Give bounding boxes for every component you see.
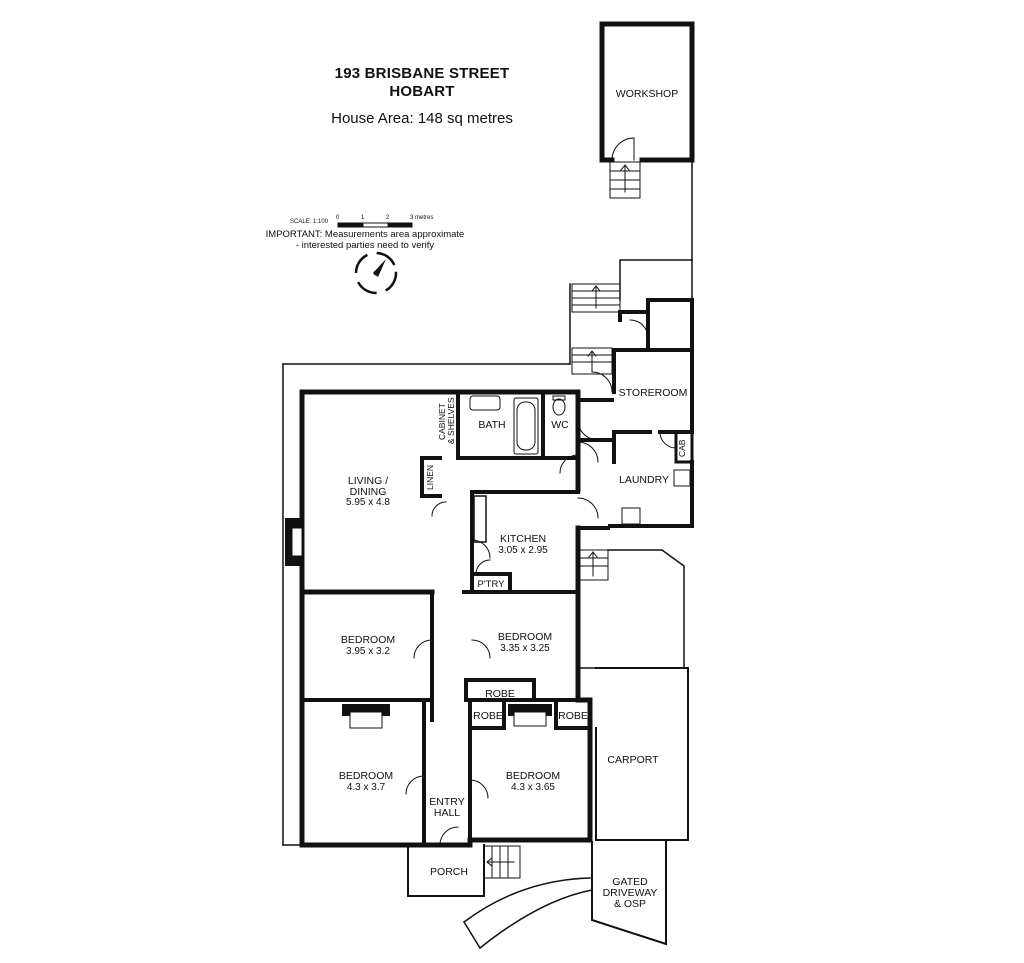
address-line-1: 193 BRISBANE STREET xyxy=(334,65,510,82)
storeroom-laundry-walls xyxy=(608,348,694,528)
bedroom-3-dims: 4.3 x 3.7 xyxy=(346,782,386,793)
scale-tick-2: 2 xyxy=(386,215,390,221)
workshop-walls xyxy=(599,21,695,163)
entry-hall-2: HALL xyxy=(433,807,461,819)
laundry-label: LAUNDRY xyxy=(619,474,669,486)
disclaimer-line-1: IMPORTANT: Measurements area approximate xyxy=(265,229,465,240)
bedroom-2-name: BEDROOM xyxy=(497,631,553,643)
scale-tick-0: 0 xyxy=(336,215,340,221)
entry-hall-1: ENTRY xyxy=(429,796,465,808)
boundary-lines xyxy=(282,159,693,846)
address-line-2: HOBART xyxy=(389,83,455,100)
house-area: House Area: 148 sq metres xyxy=(331,110,513,127)
bedroom-4-name: BEDROOM xyxy=(505,770,561,782)
bath-label: BATH xyxy=(478,419,506,431)
linen-label: LINEN xyxy=(425,464,435,490)
cab-label: CAB xyxy=(677,439,687,457)
robe-label-c: ROBE xyxy=(558,710,588,722)
porch-steps xyxy=(483,845,521,879)
living-dims: 5.95 x 4.8 xyxy=(346,497,390,508)
robe-label-b: ROBE xyxy=(473,710,503,722)
scale-tick-1: 1 xyxy=(361,215,365,221)
kitchen-name: KITCHEN xyxy=(499,533,547,545)
bedroom-2-dims: 3.35 x 3.25 xyxy=(500,643,550,654)
workshop-steps xyxy=(609,161,641,199)
porch-label: PORCH xyxy=(430,866,468,878)
bedroom-1-name: BEDROOM xyxy=(340,634,396,646)
kitchen-bench xyxy=(473,495,487,543)
disclaimer-line-2: - interested parties need to verify xyxy=(295,240,435,251)
wc-label: WC xyxy=(551,419,569,431)
internal-walls xyxy=(300,390,614,847)
fireplace xyxy=(285,518,303,566)
living-name-1: LIVING / xyxy=(347,475,389,487)
scale-bar xyxy=(337,222,413,228)
kitchen-dims: 3.05 x 2.95 xyxy=(498,545,548,556)
rear-steps xyxy=(571,283,621,375)
bedroom-3-name: BEDROOM xyxy=(338,770,394,782)
driveway-label-2: DRIVEWAY xyxy=(602,887,658,899)
carport-label: CARPORT xyxy=(607,754,659,766)
bedroom-1-dims: 3.95 x 3.2 xyxy=(346,646,390,657)
bath-fixtures xyxy=(469,395,566,455)
scale-label: SCALE: 1:100 xyxy=(290,219,329,225)
scale-unit: metres xyxy=(415,215,434,221)
laundry-steps xyxy=(577,549,609,581)
cabinet-label-2: & SHELVES xyxy=(446,397,456,444)
bedroom-4-dims: 4.3 x 3.65 xyxy=(511,782,555,793)
driveway-outline xyxy=(591,841,667,946)
laundry-fixtures xyxy=(621,469,691,525)
compass-icon xyxy=(354,251,398,295)
yard-outline xyxy=(577,549,685,669)
driveway-label-3: & OSP xyxy=(613,898,647,910)
living-name-2: DINING xyxy=(349,486,387,498)
storeroom-label: STOREROOM xyxy=(618,387,688,399)
pantry-label: P'TRY xyxy=(477,579,505,590)
workshop-label: WORKSHOP xyxy=(615,88,679,100)
driveway-label-1: GATED xyxy=(612,876,648,888)
scale-tick-3: 3 xyxy=(410,215,414,221)
bedroom-fireplace-2 xyxy=(508,704,552,727)
front-path xyxy=(462,877,593,950)
rear-shed-walls xyxy=(618,298,694,352)
bedroom-fireplace xyxy=(342,704,390,729)
door-swings xyxy=(405,319,677,846)
carport-outline xyxy=(595,667,689,841)
robe-label-a: ROBE xyxy=(485,688,515,700)
